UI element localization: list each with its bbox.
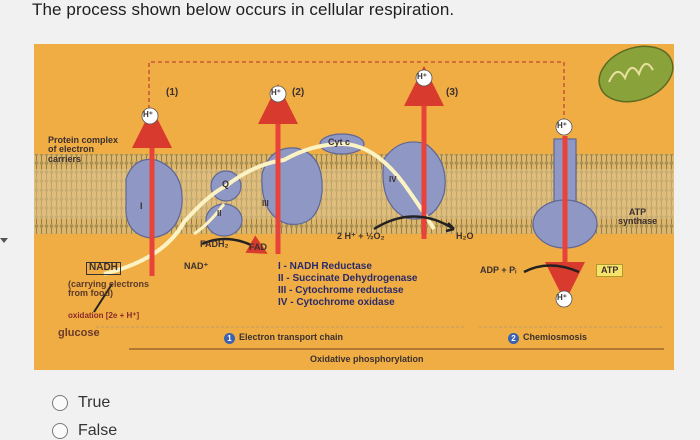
proton-return-path bbox=[148, 61, 565, 119]
complex-roman-2: II bbox=[217, 209, 222, 218]
etc-number-badge: 1 bbox=[224, 333, 235, 344]
legend-complex-4: IV - Cytochrome oxidase bbox=[278, 297, 395, 308]
water-label: H₂O bbox=[456, 231, 474, 241]
oxidative-phosphorylation-label: Oxidative phosphorylation bbox=[310, 354, 424, 364]
complex-1-label: (1) bbox=[166, 87, 179, 98]
legend-complex-2: II - Succinate Dehydrogenase bbox=[278, 273, 418, 284]
option-label: False bbox=[78, 422, 118, 439]
protein-complex-label: Protein complex of electron carriers bbox=[48, 135, 119, 164]
oxidation-label: oxidation [2e + H⁺] bbox=[68, 311, 140, 320]
complex-2-label: (2) bbox=[292, 87, 305, 98]
glucose-label: glucose bbox=[58, 327, 100, 339]
adp-label: ADP + Pᵢ bbox=[480, 265, 517, 275]
radio-button[interactable] bbox=[52, 395, 68, 411]
complex-4-shape bbox=[382, 141, 446, 220]
complex-roman-4: IV bbox=[389, 175, 397, 184]
etc-label: Electron transport chain bbox=[239, 332, 344, 342]
complex-3-label: (3) bbox=[446, 87, 459, 98]
legend-complex-3: III - Cytochrome reductase bbox=[278, 285, 404, 296]
carrying-electrons-label: (carrying electrons from food) bbox=[68, 279, 150, 299]
nad-plus-label: NAD⁺ bbox=[184, 261, 209, 271]
cytochrome-c-label: Cyt c bbox=[328, 137, 351, 147]
electron-path bbox=[103, 141, 436, 276]
option-label: True bbox=[78, 394, 111, 411]
h-plus-label: H⁺ bbox=[417, 72, 427, 81]
complex-3-shape bbox=[261, 147, 323, 225]
ubiquinone-label: Q bbox=[222, 179, 230, 189]
h-plus-label: H⁺ bbox=[557, 293, 567, 302]
atp-label: ATP bbox=[596, 264, 624, 278]
complex-roman-3: III bbox=[262, 199, 269, 208]
radio-button[interactable] bbox=[52, 423, 68, 439]
fad-label: FAD bbox=[249, 242, 267, 252]
water-reaction-label: 2 H⁺ + ½O₂ bbox=[337, 231, 385, 241]
legend-complex-1: I - NADH Reductase bbox=[278, 261, 372, 272]
cellular-respiration-diagram: Protein complex of electron carriers (1)… bbox=[34, 44, 674, 370]
complex-roman-1: I bbox=[140, 201, 143, 211]
question-text: The process shown below occurs in cellul… bbox=[32, 0, 455, 19]
mitochondrion-icon bbox=[598, 45, 674, 103]
chemiosmosis-number-badge: 2 bbox=[508, 333, 519, 344]
h-plus-label: H⁺ bbox=[143, 110, 153, 119]
chemiosmosis-label: Chemiosmosis bbox=[523, 332, 588, 342]
h-plus-label: H⁺ bbox=[557, 121, 567, 130]
h-plus-label: H⁺ bbox=[271, 88, 281, 97]
fadh2-label: FADH₂ bbox=[200, 239, 229, 249]
option-false[interactable]: False bbox=[52, 422, 117, 440]
diagram-artwork bbox=[34, 45, 674, 350]
atp-synthase-label: ATP synthase bbox=[618, 207, 658, 227]
nadh-label: NADH bbox=[86, 262, 121, 275]
collapse-caret-icon[interactable] bbox=[0, 238, 8, 243]
option-true[interactable]: True bbox=[52, 394, 110, 412]
